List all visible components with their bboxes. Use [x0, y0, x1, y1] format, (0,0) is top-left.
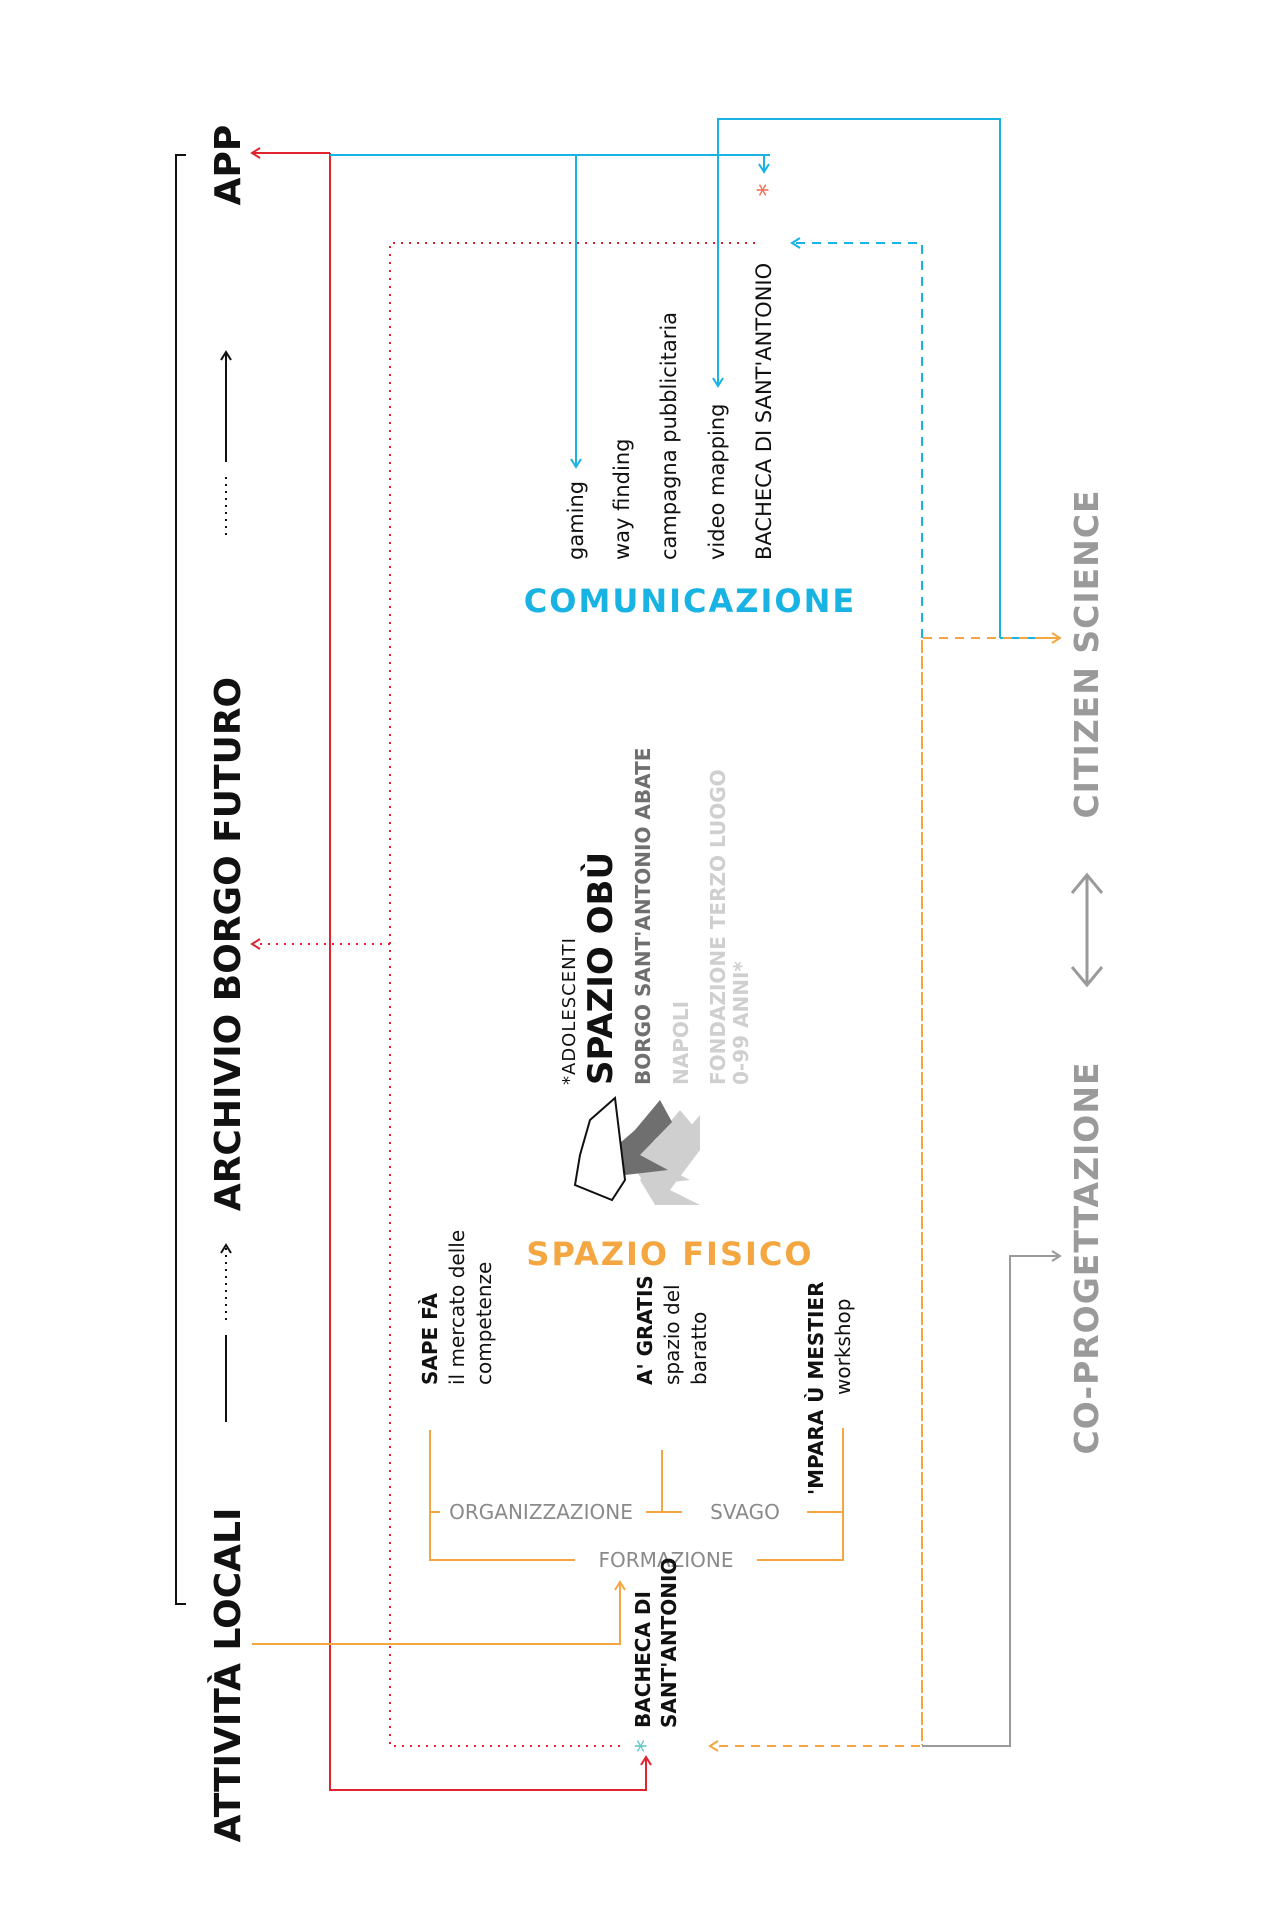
logo-line2: SPAZIO OBÙ [580, 852, 621, 1085]
asterisk-top: * [753, 184, 783, 197]
logo-line3: BORGO SANT'ANTONIO ABATE [631, 748, 655, 1085]
comunicazione-title: COMUNICAZIONE [524, 582, 856, 620]
logo-line4: NAPOLI [669, 1001, 693, 1085]
blue-dashed-bacheca [790, 237, 923, 638]
comm-item-bacheca: BACHECA DI SANT'ANTONIO [752, 263, 776, 560]
category-brackets [429, 1428, 844, 1561]
activity-sape-fa-desc2: competenze [472, 1262, 496, 1385]
category-formazione: FORMAZIONE [598, 1548, 733, 1572]
logo-line6: 0-99 ANNI* [729, 961, 753, 1085]
node-citizen-science: CITIZEN SCIENCE [1067, 489, 1106, 818]
grey-link-coprog-bacheca [922, 1250, 1062, 1747]
category-svago: SVAGO [710, 1500, 780, 1524]
node-local: ATTIVITÀ LOCALI [207, 1508, 249, 1843]
red-link-app-bacheca [329, 153, 652, 1791]
node-co-progettazione: CO-PROGETTAZIONE [1067, 1061, 1106, 1454]
node-archive: ARCHIVIO BORGO FUTURO [208, 677, 249, 1211]
timeline-bracket [175, 154, 186, 1605]
orange-dashed-loop [708, 637, 1060, 1752]
comm-item-videomapping: video mapping [705, 404, 729, 561]
activity-gratis-name: A' GRATIS [633, 1275, 657, 1385]
bacheca-bottom-line1: BACHECA DI [631, 1591, 655, 1728]
comm-item-wayfinding: way finding [610, 439, 634, 561]
blue-citizen-video [712, 118, 1001, 638]
node-app: APP [208, 125, 249, 206]
obu-logo-icon [573, 1095, 700, 1205]
activity-sape-fa-name: SAPE FÀ [418, 1292, 442, 1385]
activity-gratis-desc2: baratto [687, 1312, 711, 1385]
activity-mpara-name: 'MPARA Ù MESTIER [804, 1282, 828, 1496]
bacheca-bottom-line2: SANT'ANTONIO [657, 1558, 681, 1728]
activity-sape-fa-desc1: il mercato delle [445, 1230, 469, 1385]
spazio-fisico-title: SPAZIO FISICO [526, 1235, 813, 1273]
comm-item-gaming: gaming [564, 481, 588, 560]
orange-link-local-formazione [252, 1580, 626, 1645]
activity-mpara-desc1: workshop [831, 1299, 855, 1395]
activity-gratis-desc1: spazio del [660, 1284, 684, 1385]
double-arrow-icon [1070, 872, 1104, 988]
comm-item-campagna: campagna pubblicitaria [657, 312, 681, 560]
red-dotted-loop [389, 242, 755, 1747]
logo-line1: *ADOLESCENTI [559, 937, 580, 1085]
category-organizzazione: ORGANIZZAZIONE [449, 1500, 633, 1524]
logo-line5: FONDAZIONE TERZO LUOGO [706, 769, 730, 1085]
bacheca-bottom-asterisk: * [631, 1740, 661, 1753]
